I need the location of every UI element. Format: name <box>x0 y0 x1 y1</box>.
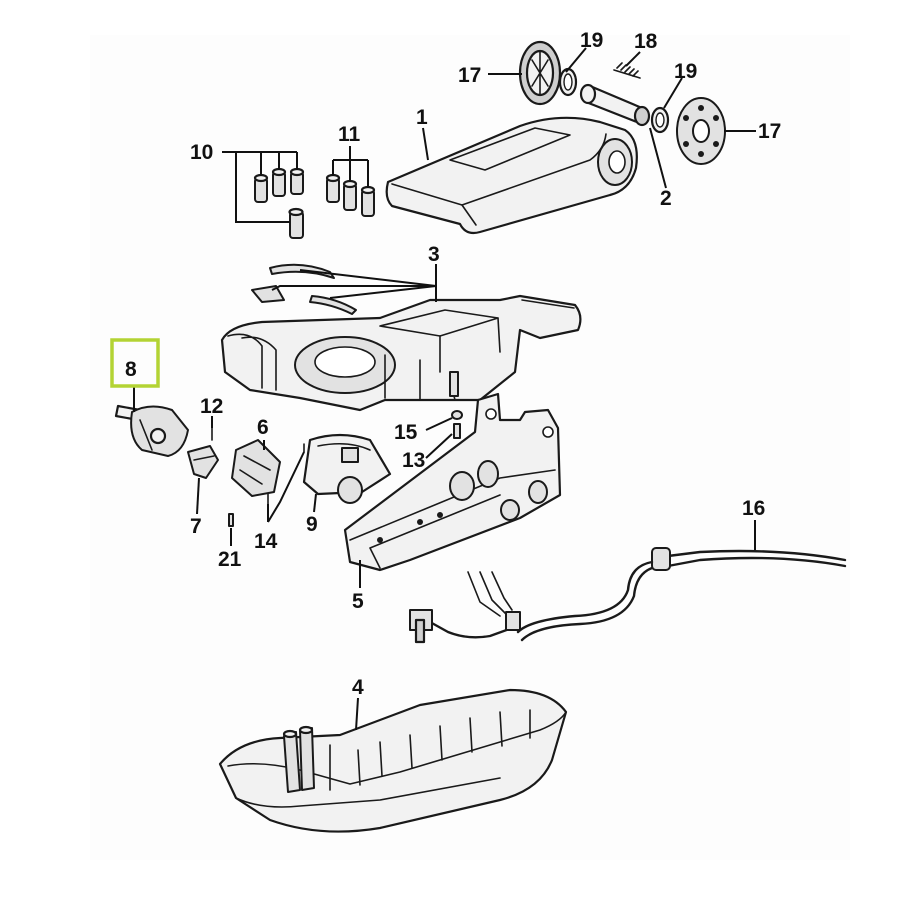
callout-19-left: 19 <box>580 29 603 52</box>
part-18-spring <box>613 62 641 79</box>
callout-2: 2 <box>660 187 672 210</box>
callout-labels: 17 19 18 19 17 2 1 10 11 3 8 12 6 7 21 1… <box>125 29 781 699</box>
part-4-base <box>218 688 568 833</box>
part-3-upper-chassis <box>220 294 582 412</box>
part-10-screws <box>253 167 305 239</box>
part-21-pin <box>228 513 234 527</box>
callout-6: 6 <box>257 416 269 439</box>
part-19-left-ring <box>558 67 578 97</box>
callout-4: 4 <box>352 676 364 699</box>
part-17-left-disc <box>518 40 562 106</box>
callout-7: 7 <box>190 515 202 538</box>
leader-lines <box>133 47 756 731</box>
callout-13: 13 <box>402 449 425 472</box>
part-13-screw <box>453 423 461 439</box>
part-2-axle <box>579 83 651 127</box>
highlight-box-part-8 <box>110 338 160 388</box>
callout-3: 3 <box>428 243 440 266</box>
callout-8: 8 <box>125 358 137 381</box>
callout-15: 15 <box>394 421 418 444</box>
callout-1: 1 <box>416 106 428 129</box>
part-6-bracket <box>231 439 281 497</box>
part-3-clips <box>251 263 357 315</box>
part-7-knob <box>187 445 219 479</box>
callout-21: 21 <box>218 548 242 571</box>
callout-17-left: 17 <box>458 64 481 87</box>
callout-9: 9 <box>306 513 318 536</box>
part-5-frame <box>343 392 562 572</box>
callout-17-right: 17 <box>758 120 781 143</box>
callout-19-right: 19 <box>674 60 697 83</box>
callout-12: 12 <box>200 395 223 418</box>
callout-11: 11 <box>338 123 361 146</box>
callout-18: 18 <box>634 30 658 53</box>
part-16-power-cord <box>409 547 847 644</box>
callout-14: 14 <box>254 530 278 553</box>
part-9-roller-housing <box>302 433 392 504</box>
callout-10: 10 <box>190 141 213 164</box>
part-14-screws <box>267 443 305 505</box>
part-17-right-wheel <box>676 97 726 165</box>
part-11-screws <box>325 173 376 217</box>
callout-5: 5 <box>352 590 364 613</box>
part-15-washer <box>451 410 463 420</box>
part-1-top-cover <box>385 116 638 235</box>
callout-16: 16 <box>742 497 765 520</box>
part-19-right-ring <box>650 106 670 134</box>
